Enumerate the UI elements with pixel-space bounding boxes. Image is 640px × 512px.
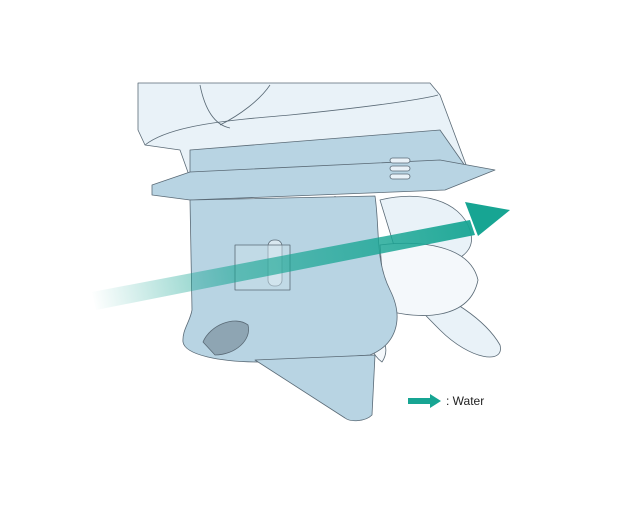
water-flow-arrowhead <box>465 202 510 236</box>
water-arrow-icon <box>408 394 441 408</box>
legend: : Water <box>408 394 484 408</box>
water-intake <box>202 320 249 356</box>
water-flow-arrow <box>92 220 475 310</box>
legend-label: : Water <box>446 394 485 408</box>
skeg <box>254 354 376 422</box>
